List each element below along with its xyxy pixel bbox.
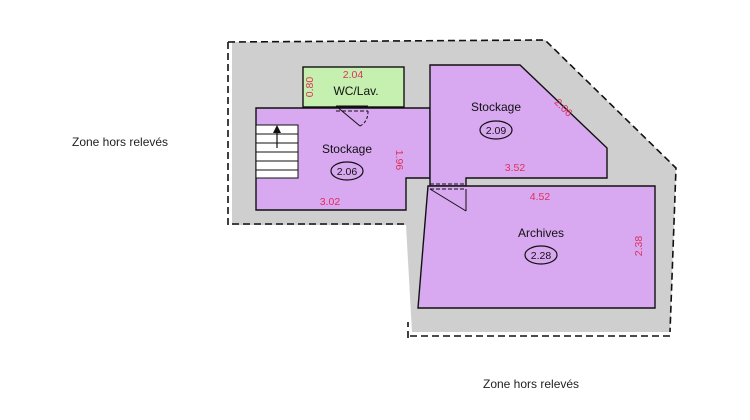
area-archives: 2.28 xyxy=(531,250,552,262)
dim-wc-area: 2.04 xyxy=(343,69,364,81)
wc-label: WC/Lav. xyxy=(333,84,378,98)
dim-archives-depth: 2.38 xyxy=(633,236,645,257)
area-badge-stockage-right xyxy=(479,120,513,140)
area-stockage-left: 2.06 xyxy=(337,166,358,178)
dim-stockage-left-width: 3.02 xyxy=(320,196,341,208)
archives-label: Archives xyxy=(518,226,564,240)
room-wc xyxy=(302,66,405,108)
dashed-boundary-top xyxy=(227,39,677,333)
area-badge-stockage-left xyxy=(330,161,364,181)
staircase xyxy=(255,124,299,179)
dashed-boundary-bottom-right xyxy=(407,322,672,338)
stockage-left-label: Stockage xyxy=(322,142,372,156)
door-archives xyxy=(429,183,467,212)
area-badge-archives xyxy=(524,245,558,265)
zone-label-left: Zone hors relevés xyxy=(72,135,169,149)
door-wc xyxy=(335,105,369,127)
zone-label-bottom: Zone hors relevés xyxy=(483,377,580,391)
room-stockage-right xyxy=(429,64,608,187)
dim-archives-width: 4.52 xyxy=(530,191,551,203)
dim-wc-height: 0.80 xyxy=(304,77,316,98)
room-archives xyxy=(417,185,656,309)
area-stockage-right: 2.09 xyxy=(486,125,507,137)
dim-stockage-left-depth: 1.96 xyxy=(393,150,405,171)
stockage-right-label: Stockage xyxy=(471,100,521,114)
dim-stockage-right-width: 3.52 xyxy=(505,162,526,174)
